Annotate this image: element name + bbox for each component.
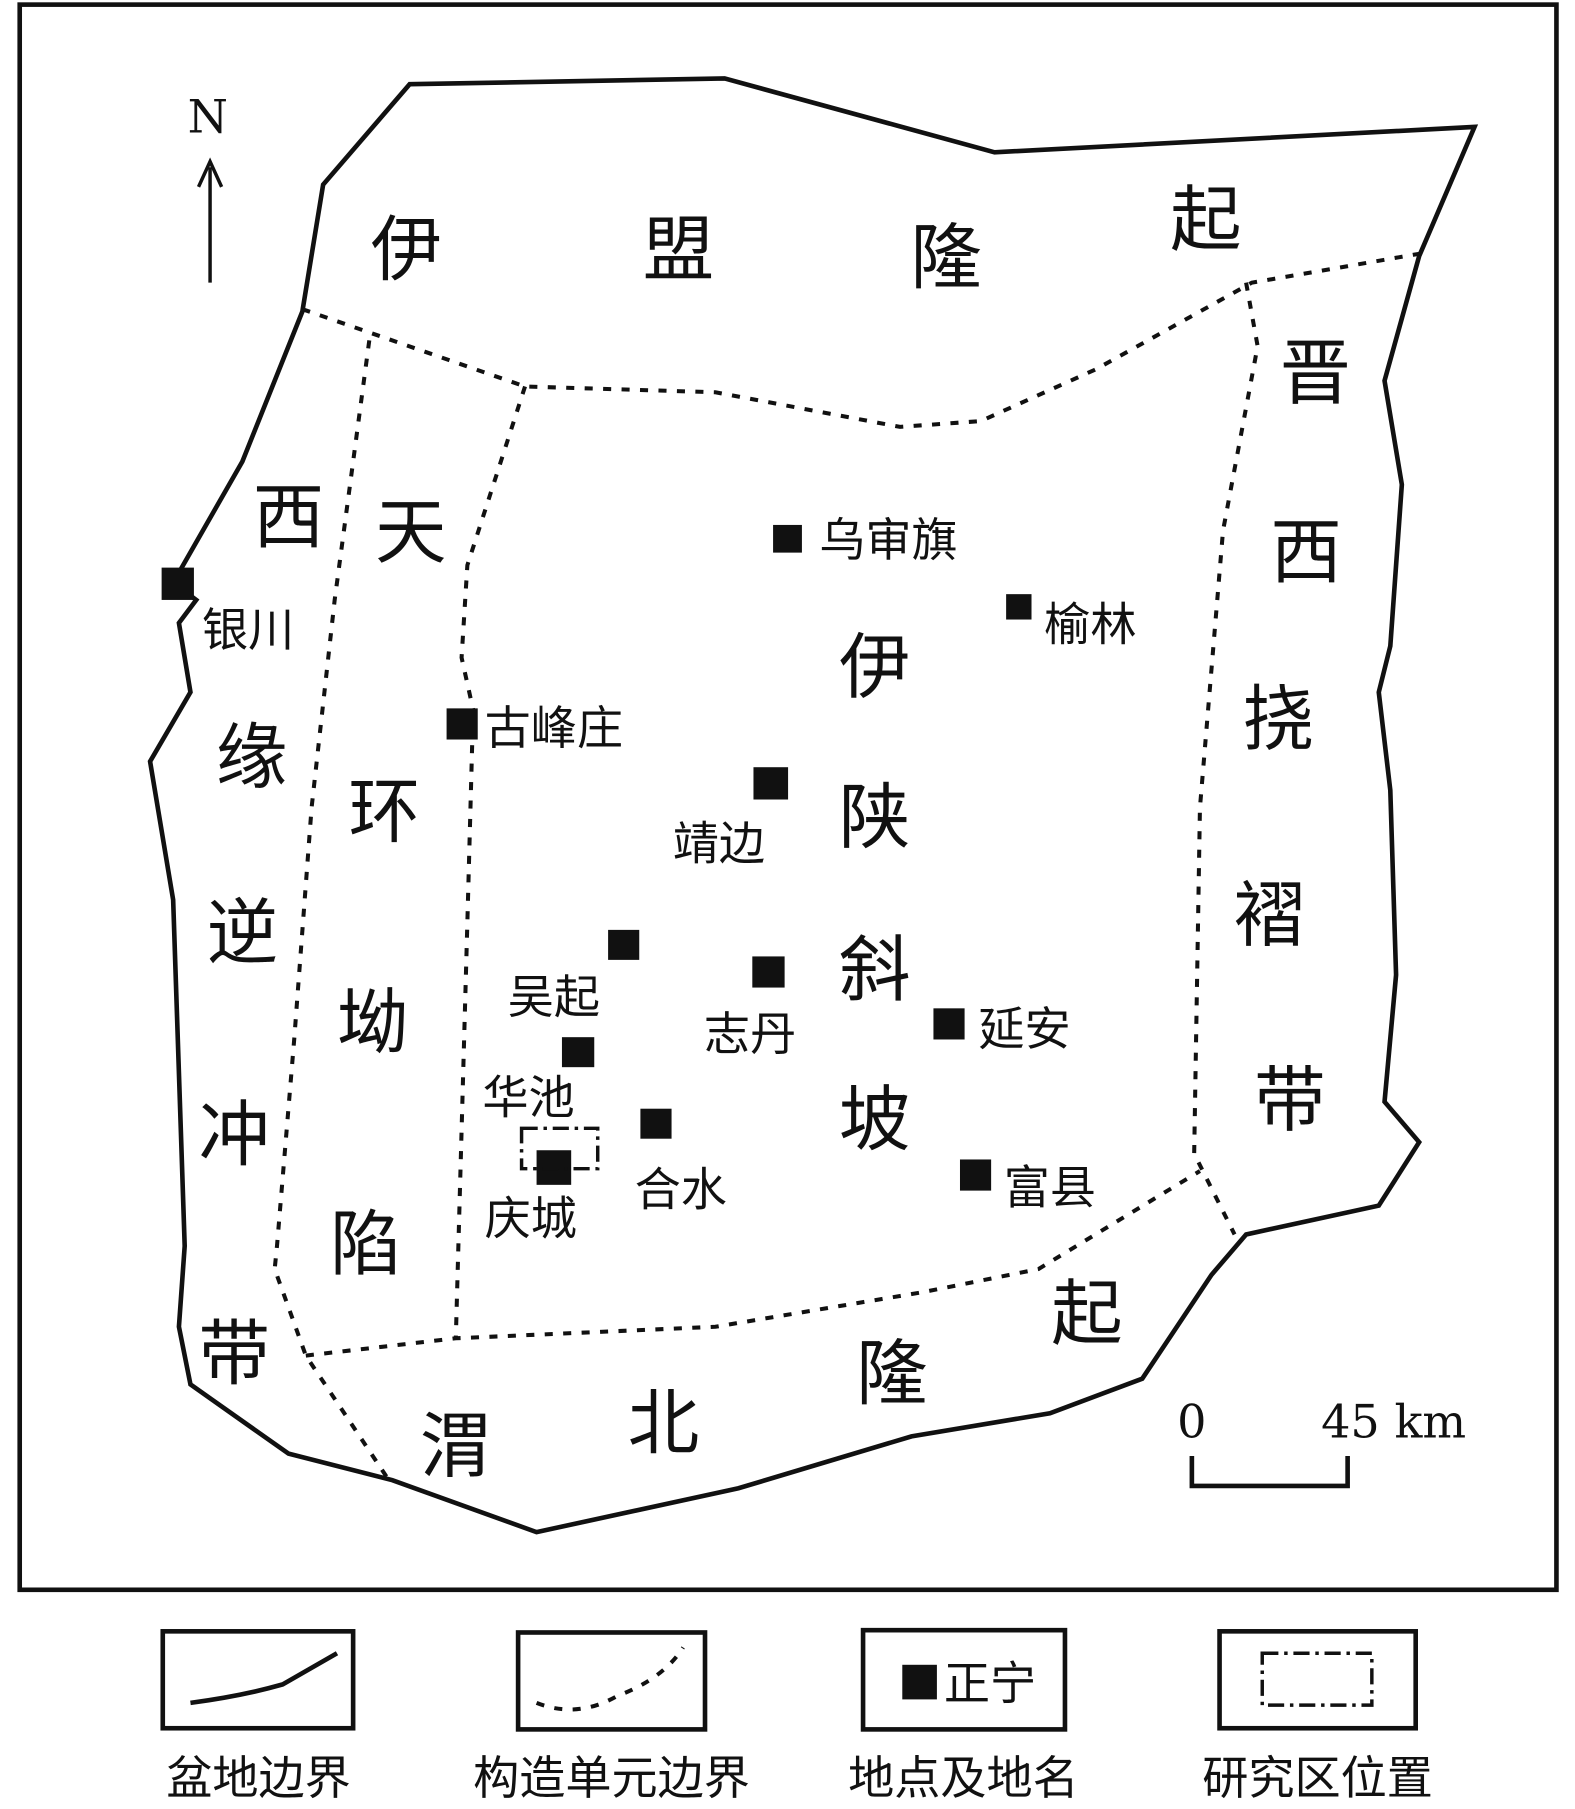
region-char: 带 xyxy=(1254,1059,1326,1142)
legend-label: 研究区位置 xyxy=(1202,1751,1433,1805)
region-char: 起 xyxy=(1170,179,1242,262)
region-char: 伊 xyxy=(370,209,442,292)
region-labels: 伊 盟 隆 起 晋 西 挠 褶 带 西 缘 逆 冲 带 天 环 坳 陷 伊 陕 … xyxy=(199,179,1352,1488)
place-label: 志丹 xyxy=(704,1007,796,1061)
map-frame xyxy=(17,2,1559,1593)
legend-place: 正宁 地点及地名 xyxy=(848,1627,1079,1805)
legend-label: 盆地边界 xyxy=(166,1751,351,1805)
place-label: 延安 xyxy=(978,1002,1070,1056)
basin-boundary xyxy=(147,76,1479,1535)
place-label: 合水 xyxy=(635,1163,727,1217)
place-marker xyxy=(933,1008,965,1040)
place-label: 银川 xyxy=(202,603,294,657)
region-char: 晋 xyxy=(1280,332,1352,415)
places: 乌审旗 榆林 银川 古峰庄 靖边 吴起 志丹 延安 华池 合水 庆城 富县 xyxy=(161,513,1136,1245)
region-char: 起 xyxy=(1051,1272,1123,1355)
place-label: 乌审旗 xyxy=(819,513,957,567)
region-char: 挠 xyxy=(1243,678,1315,761)
place-marker xyxy=(1006,594,1032,620)
place-label: 榆林 xyxy=(1044,597,1136,651)
region-char: 北 xyxy=(628,1382,700,1465)
place-label: 靖边 xyxy=(673,817,765,871)
north-label: N xyxy=(188,90,228,144)
place-label: 吴起 xyxy=(508,970,600,1024)
region-char: 缘 xyxy=(216,716,288,799)
region-char: 天 xyxy=(375,491,447,574)
region-char: 逆 xyxy=(207,892,279,975)
legend-sample-label: 正宁 xyxy=(944,1656,1036,1710)
study-area-box xyxy=(519,1126,600,1171)
region-char: 西 xyxy=(253,476,325,559)
legend-unit-boundary: 构造单元边界 xyxy=(473,1630,750,1805)
legend-basin-boundary: 盆地边界 xyxy=(160,1629,356,1805)
place-marker xyxy=(959,1159,992,1191)
scale-zero: 0 xyxy=(1177,1395,1206,1449)
place-label: 古峰庄 xyxy=(485,701,623,755)
region-char: 渭 xyxy=(420,1405,492,1488)
place-marker xyxy=(752,956,785,988)
legend-study-area: 研究区位置 xyxy=(1202,1629,1433,1805)
place-marker xyxy=(640,1108,672,1139)
region-char: 陷 xyxy=(330,1203,402,1286)
place-label: 华池 xyxy=(482,1070,574,1124)
region-char: 环 xyxy=(349,770,421,853)
region-char: 陕 xyxy=(839,776,911,859)
unit-boundaries xyxy=(272,251,1420,1478)
region-char: 坡 xyxy=(839,1078,911,1161)
scale-bar: 0 45 km xyxy=(1177,1395,1466,1489)
north-arrow: N xyxy=(188,90,228,283)
region-char: 带 xyxy=(199,1313,271,1396)
place-marker xyxy=(446,708,478,740)
place-label: 庆城 xyxy=(485,1191,577,1245)
region-char: 伊 xyxy=(839,626,911,709)
place-marker xyxy=(561,1037,595,1068)
legend-label: 地点及地名 xyxy=(848,1751,1079,1805)
scale-max: 45 km xyxy=(1321,1395,1466,1449)
region-char: 褶 xyxy=(1233,874,1305,957)
region-char: 坳 xyxy=(337,982,409,1065)
place-label: 富县 xyxy=(1004,1160,1096,1214)
region-char: 斜 xyxy=(839,928,911,1011)
region-char: 西 xyxy=(1270,511,1342,594)
place-marker xyxy=(608,929,640,960)
region-char: 盟 xyxy=(643,209,715,292)
place-marker xyxy=(753,767,789,800)
region-char: 隆 xyxy=(910,217,982,300)
legend: 盆地边界 构造单元边界 正宁 地点及地名 研究区位置 xyxy=(160,1627,1433,1805)
region-char: 隆 xyxy=(856,1332,928,1415)
place-marker xyxy=(161,567,194,600)
legend-label: 构造单元边界 xyxy=(473,1751,750,1805)
region-char: 冲 xyxy=(199,1093,271,1176)
place-marker xyxy=(773,524,802,553)
